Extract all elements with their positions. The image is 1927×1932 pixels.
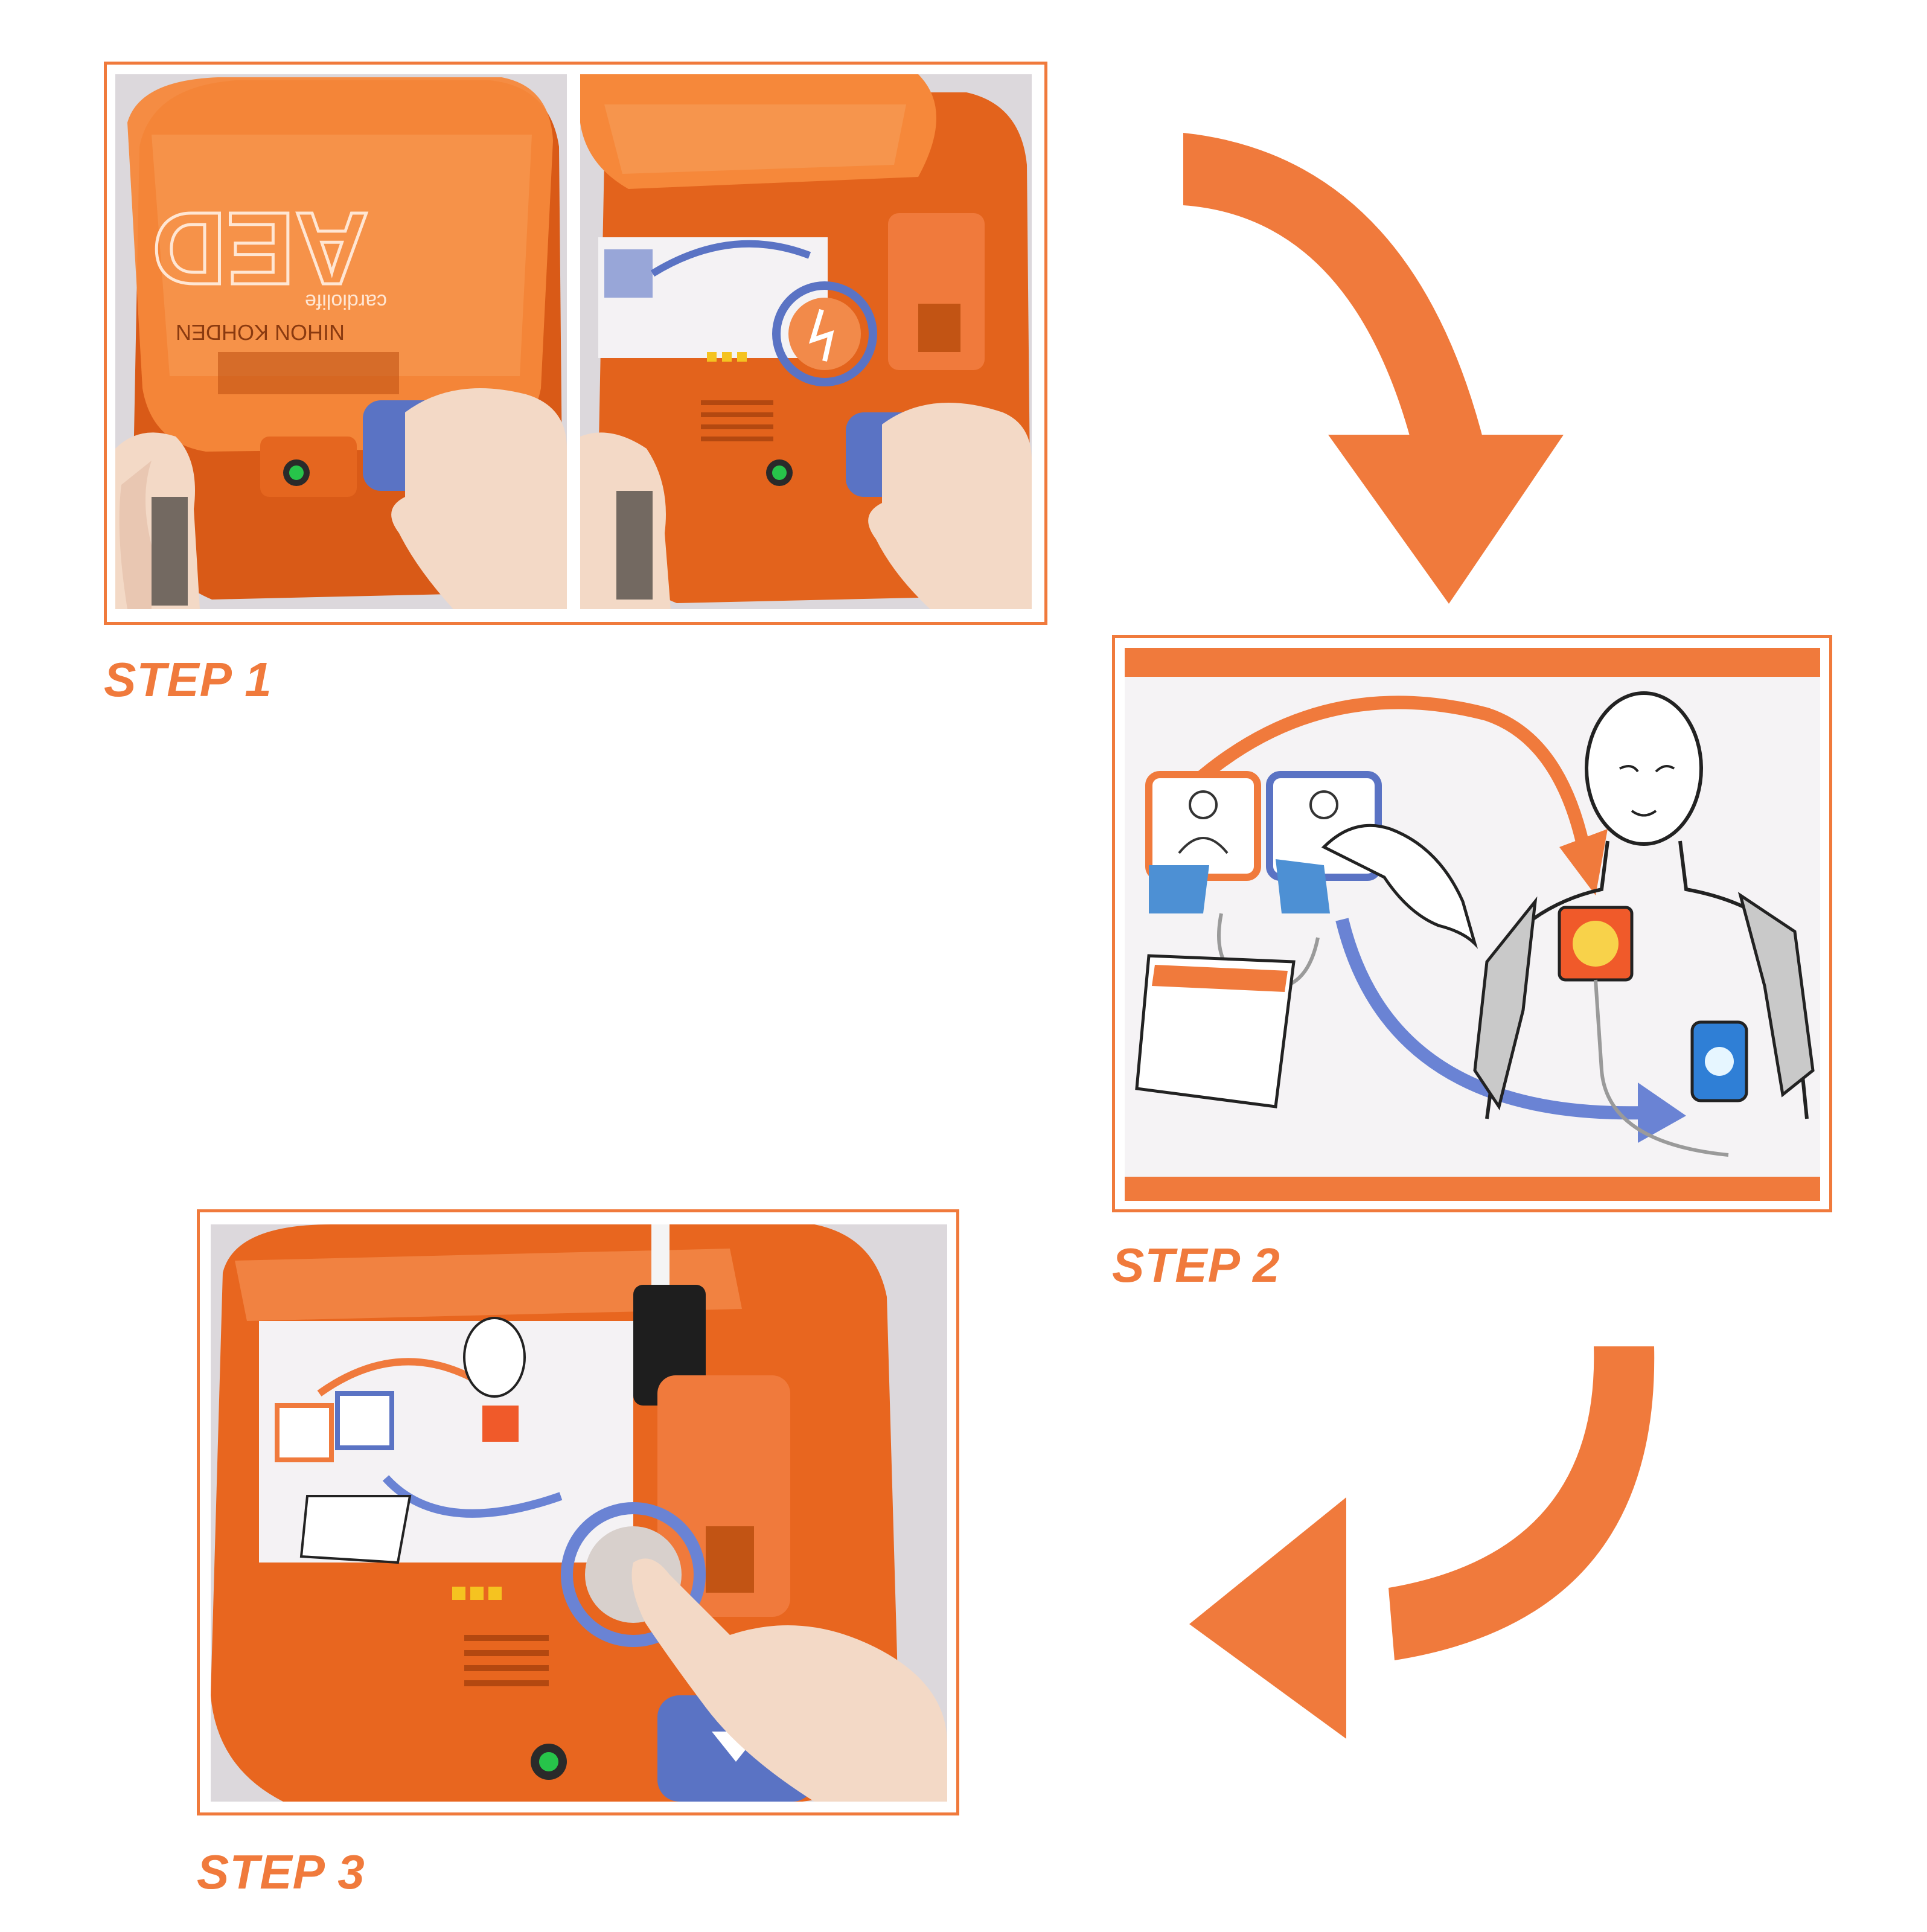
step2-label: STEP 2 (1112, 1238, 1280, 1292)
step2-to-step3-arrow-icon (1177, 1346, 1660, 1745)
step1-photo-closed-lid: AED NIHON KOHDEN cardiolife (115, 74, 567, 609)
device-model-word: AED (152, 191, 369, 305)
step1-to-step2-arrow-icon (1171, 133, 1582, 616)
step1-label: STEP 1 (104, 653, 272, 706)
step3-photo-press-shock (211, 1224, 947, 1802)
step1-photo-open-lid (580, 74, 1032, 609)
step3-label: STEP 3 (197, 1845, 365, 1899)
device-brand-text: NIHON KOHDEN (176, 320, 345, 345)
step2-frame (1112, 635, 1832, 1212)
device-model-sub: cardiolife (305, 290, 387, 313)
step1-frame: AED NIHON KOHDEN cardiolife (104, 62, 1047, 625)
step2-illustration (1125, 648, 1820, 1201)
step3-frame (197, 1209, 959, 1815)
